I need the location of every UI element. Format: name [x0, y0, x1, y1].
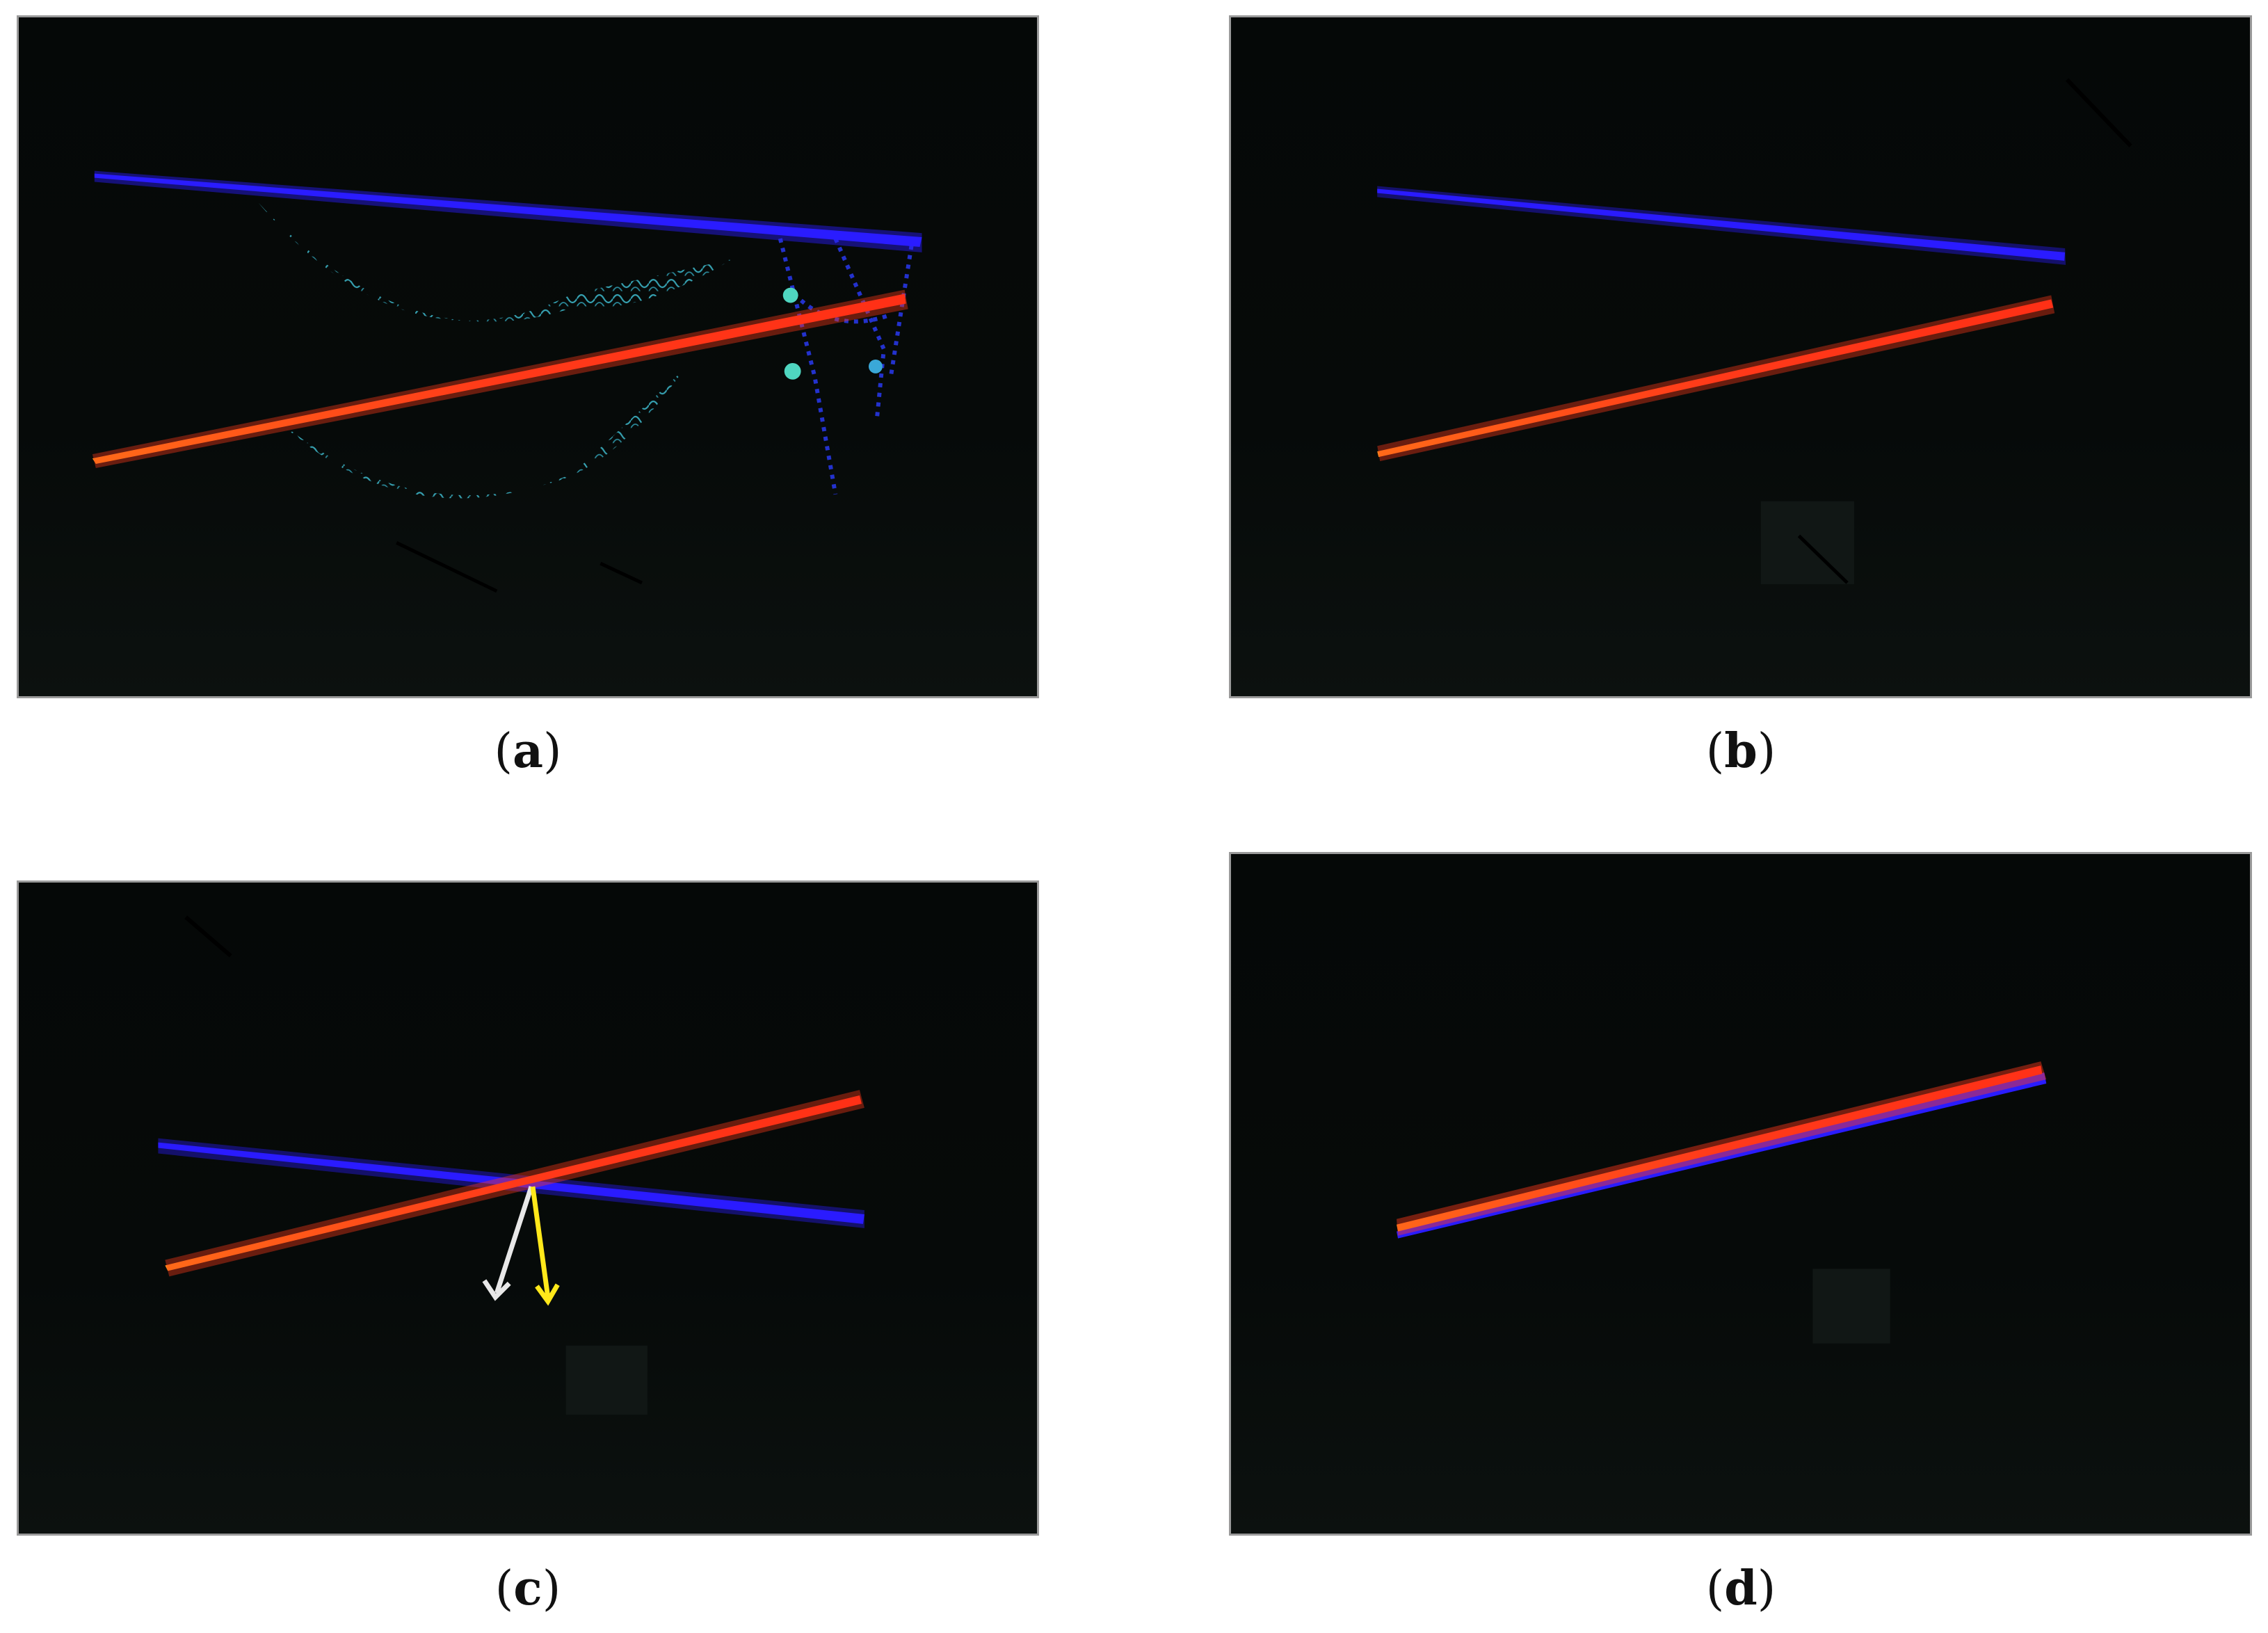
caption-d: (d): [1705, 1561, 1776, 1616]
caption-a: (a): [494, 723, 562, 779]
panel-d: [1229, 852, 2252, 1536]
artifact-mark: [1797, 534, 1849, 584]
point-cloud-b: [1377, 78, 2132, 584]
panel-c: [17, 880, 1039, 1536]
blue-cloud: [1397, 1072, 2047, 1239]
mesh-upper: [258, 202, 732, 322]
point-cloud-a: [92, 170, 922, 593]
panel-a: [17, 15, 1039, 698]
red-cloud: [92, 293, 906, 465]
red-cloud-haze: [1377, 295, 2055, 462]
blue-cloud: [1377, 188, 2066, 261]
red-cloud: [165, 1095, 862, 1271]
artifact-mark: [600, 561, 643, 585]
artifact-square: [565, 1345, 648, 1415]
red-cloud-haze: [92, 289, 908, 469]
red-cloud: [1377, 299, 2054, 458]
mesh-node: [784, 362, 801, 380]
caption-c: (c): [494, 1561, 561, 1616]
blue-cloud-haze: [94, 170, 922, 252]
artifact-mark: [396, 541, 498, 593]
artifact-mark: [184, 915, 232, 958]
caption-b: (b): [1705, 723, 1776, 779]
mesh-lower: [275, 369, 684, 499]
red-cloud-haze: [165, 1090, 864, 1277]
blue-cloud-haze: [1377, 186, 2066, 265]
panel-b: [1229, 15, 2252, 698]
yellow-arrowhead: [535, 1283, 560, 1306]
mesh-node: [782, 287, 798, 303]
artifact-square: [1812, 1269, 1890, 1344]
mesh-node: [868, 359, 883, 373]
mesh-structure: [778, 237, 914, 495]
white-arrow: [494, 1186, 534, 1294]
blue-cloud: [94, 173, 922, 247]
artifact-mark: [2065, 78, 2132, 147]
red-cloud: [1397, 1065, 2043, 1232]
point-cloud-c: [158, 915, 864, 1415]
white-arrowhead: [482, 1279, 511, 1301]
red-cloud-haze: [1397, 1061, 2047, 1236]
yellow-arrow: [530, 1186, 551, 1298]
point-cloud-d: [1397, 1061, 2047, 1344]
